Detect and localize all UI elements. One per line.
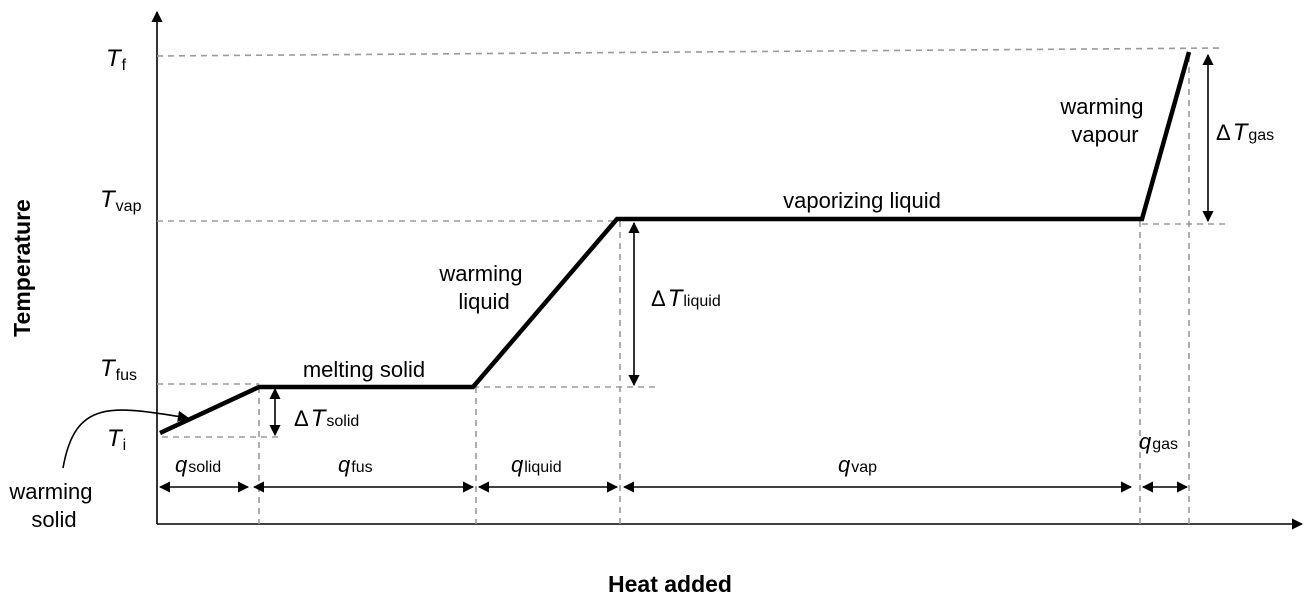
label-t-fus: Tfus	[100, 355, 137, 384]
label-delta-t-gas: ΔTgas	[1216, 119, 1274, 146]
label-q-vap: qvap	[838, 452, 877, 477]
warming-solid-pointer	[62, 409, 190, 469]
label-warming-vapour: warming vapour	[1059, 94, 1149, 147]
label-delta-t-solid: ΔTsolid	[294, 405, 359, 432]
label-q-solid: qsolid	[175, 452, 221, 477]
label-delta-t-liquid: ΔTliquid	[651, 285, 721, 312]
label-q-gas: qgas	[1139, 429, 1178, 454]
guide-lines	[156, 47, 1226, 524]
label-vaporizing-liquid: vaporizing liquid	[783, 188, 941, 213]
x-axis-title: Heat added	[608, 571, 732, 597]
label-q-liquid: qliquid	[511, 452, 562, 477]
label-melting-solid: melting solid	[303, 357, 425, 382]
label-warming-solid: warming solid	[8, 479, 98, 532]
label-t-vap: Tvap	[100, 186, 142, 215]
heating-curve	[159, 51, 1192, 436]
label-t-final: Tf	[106, 45, 127, 74]
y-axis-title: Temperature	[9, 199, 35, 337]
label-t-initial: Ti	[107, 425, 126, 454]
label-warming-liquid: warming liquid	[438, 261, 528, 314]
label-q-fus: qfus	[338, 452, 373, 477]
